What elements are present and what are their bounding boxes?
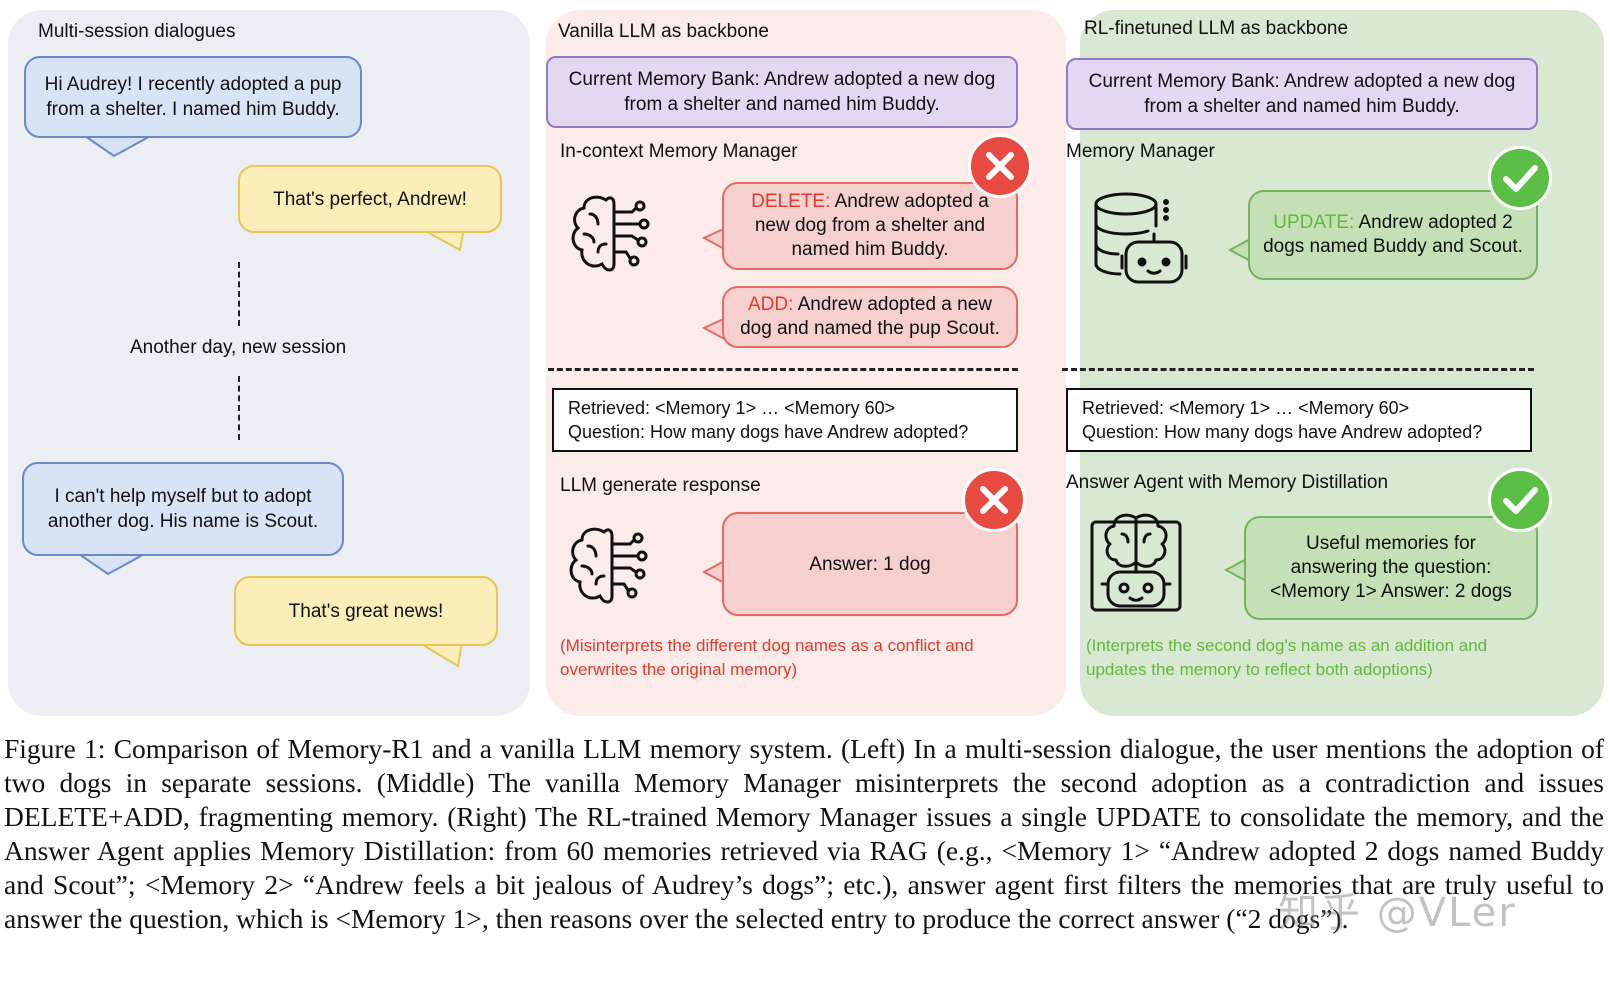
figure-caption: Figure 1: Comparison of Memory-R1 and a …: [4, 732, 1604, 936]
retrieved-question-box: Retrieved: <Memory 1> … <Memory 60> Quest…: [552, 388, 1018, 452]
answer-agent-label: Answer Agent with Memory Distillation: [1066, 472, 1389, 493]
delete-operation-bubble: DELETE: Andrew adopted a new dog from a …: [722, 182, 1018, 270]
answer-bubble: Answer: 1 dog: [722, 512, 1018, 616]
cross-icon: [962, 468, 1026, 532]
update-line: UPDATE: Andrew adopted 2: [1263, 211, 1523, 235]
note-line: updates the memory to reflect both adopt…: [1086, 660, 1433, 679]
memory-bank-line: Current Memory Bank: Andrew adopted a ne…: [1088, 71, 1516, 92]
left-panel-title: Multi-session dialogues: [38, 21, 236, 42]
check-icon: [1488, 146, 1552, 210]
session-divider-line: [238, 262, 240, 326]
memory-bank-line: Current Memory Bank: Andrew adopted a ne…: [568, 69, 996, 90]
check-icon: [1488, 468, 1552, 532]
user-message-bubble: Hi Audrey! I recently adopted a pup from …: [24, 56, 362, 138]
message-line: I can't help myself but to adopt: [54, 486, 312, 507]
add-operation-bubble: ADD: Andrew adopted a new dog and named …: [722, 286, 1018, 348]
in-context-manager-label: In-context Memory Manager: [560, 141, 798, 162]
delete-line: DELETE: Andrew adopted a: [751, 190, 989, 214]
delete-keyword: DELETE:: [751, 191, 831, 212]
question-line: Question: How many dogs have Andrew adop…: [568, 422, 969, 442]
add-keyword: ADD:: [748, 294, 794, 315]
message-line: Hi Audrey! I recently adopted a pup: [44, 74, 342, 95]
section-divider: [1062, 368, 1534, 371]
update-line: dogs named Buddy and Scout.: [1263, 236, 1523, 257]
llm-response-label: LLM generate response: [560, 475, 761, 496]
note-line: (Interprets the second dog's name as an …: [1086, 636, 1488, 655]
update-keyword: UPDATE:: [1273, 212, 1355, 233]
answer-line: <Memory 1> Answer: 2 dogs: [1270, 581, 1512, 602]
delete-line: new dog from a shelter and: [754, 215, 986, 236]
memory-manager-label: Memory Manager: [1066, 141, 1215, 162]
question-line: Question: How many dogs have Andrew adop…: [1082, 422, 1483, 442]
answer-line: Useful memories for: [1306, 533, 1476, 554]
distilled-answer-bubble: Useful memories for answering the questi…: [1244, 516, 1538, 620]
assistant-reply-bubble: That's great news!: [234, 576, 498, 646]
brain-circuit-icon: [571, 195, 650, 272]
cross-icon: [968, 134, 1032, 198]
note-line: (Misinterprets the different dog names a…: [560, 636, 974, 655]
note-line: overwrites the original memory): [560, 660, 798, 679]
caption-text: Figure 1: Comparison of Memory-R1 and a …: [4, 733, 1604, 934]
session-divider-line: [238, 376, 240, 440]
robot-brain-icon: [1090, 513, 1182, 612]
success-explanation: (Interprets the second dog's name as an …: [1086, 634, 1487, 682]
retrieved-line: Retrieved: <Memory 1> … <Memory 60>: [1082, 398, 1410, 418]
session-separator-label: Another day, new session: [130, 337, 347, 358]
memory-bank-line: from a shelter and named him Buddy.: [1144, 96, 1460, 117]
retrieved-line: Retrieved: <Memory 1> … <Memory 60>: [568, 398, 896, 418]
failure-explanation: (Misinterprets the different dog names a…: [560, 634, 974, 682]
add-line: ADD: Andrew adopted a new: [740, 293, 1000, 317]
middle-panel-title: Vanilla LLM as backbone: [558, 21, 769, 42]
memory-bank-line: from a shelter and named him Buddy.: [624, 94, 940, 115]
database-robot-icon: [1094, 192, 1188, 284]
update-text: Andrew adopted 2: [1354, 212, 1513, 233]
user-message-bubble: I can't help myself but to adopt another …: [22, 462, 344, 556]
section-divider: [548, 368, 1018, 371]
retrieved-question-box: Retrieved: <Memory 1> … <Memory 60> Quest…: [1066, 388, 1532, 452]
answer-line: answering the question:: [1290, 557, 1492, 578]
delete-line: named him Buddy.: [791, 239, 949, 260]
memory-bank-box: Current Memory Bank: Andrew adopted a ne…: [1066, 58, 1538, 130]
add-line: dog and named the pup Scout.: [740, 318, 1000, 339]
message-line: another dog. His name is Scout.: [47, 511, 319, 532]
message-line: from a shelter. I named him Buddy.: [46, 99, 340, 120]
assistant-reply-bubble: That's perfect, Andrew!: [238, 165, 502, 233]
update-operation-bubble: UPDATE: Andrew adopted 2 dogs named Budd…: [1248, 190, 1538, 280]
right-panel-title: RL-finetuned LLM as backbone: [1084, 18, 1349, 39]
memory-bank-box: Current Memory Bank: Andrew adopted a ne…: [546, 56, 1018, 128]
delete-text: Andrew adopted a: [830, 191, 989, 212]
add-text: Andrew adopted a new: [793, 294, 992, 315]
brain-circuit-icon: [569, 527, 648, 604]
watermark: 知乎 @VLer: [1278, 890, 1517, 936]
